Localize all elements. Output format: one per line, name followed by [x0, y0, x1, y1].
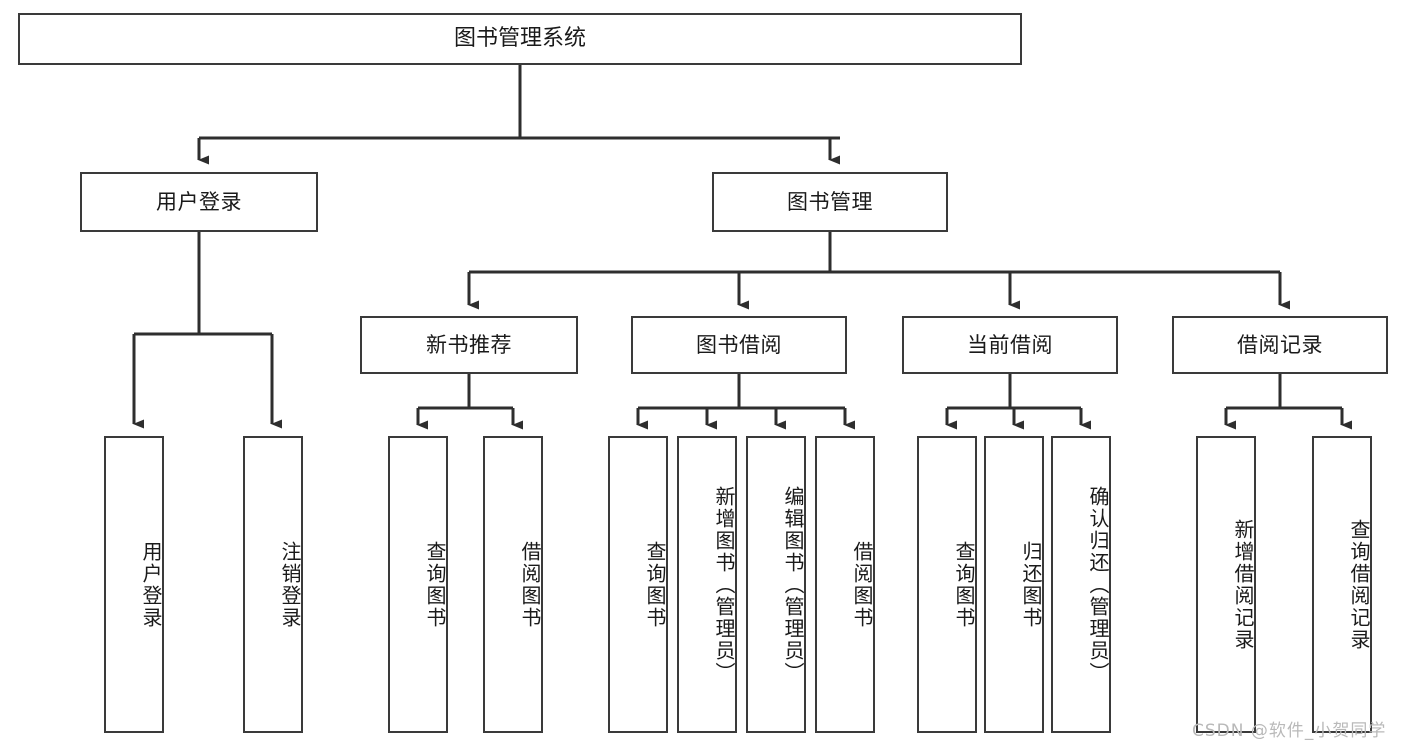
node-book-management[interactable]: 图书管理	[712, 172, 948, 232]
node-label: 图书管理	[787, 189, 873, 214]
node-label: 图书管理系统	[453, 26, 586, 52]
leaf-borrow-query-book[interactable]: 查询图书	[608, 436, 668, 733]
node-borrow-record[interactable]: 借阅记录	[1172, 316, 1388, 374]
leaf-current-query-book[interactable]: 查询图书	[917, 436, 977, 733]
node-label: 用户登录	[139, 540, 163, 629]
leaf-user-login-signin[interactable]: 用户登录	[104, 436, 164, 733]
leaf-borrow-edit-book-admin[interactable]: 编辑图书（管理员）	[746, 436, 806, 733]
node-label: 新增借阅记录	[1231, 518, 1255, 651]
node-label: 新书推荐	[426, 332, 512, 357]
leaf-record-query-record[interactable]: 查询借阅记录	[1312, 436, 1372, 733]
node-label: 注销登录	[278, 540, 302, 629]
node-label: 图书借阅	[696, 332, 782, 357]
node-new-book-recommend[interactable]: 新书推荐	[360, 316, 578, 374]
node-label: 借阅图书	[518, 540, 542, 629]
node-current-borrow[interactable]: 当前借阅	[902, 316, 1118, 374]
leaf-record-add-record[interactable]: 新增借阅记录	[1196, 436, 1256, 733]
node-label: 当前借阅	[967, 332, 1053, 357]
leaf-borrow-add-book-admin[interactable]: 新增图书（管理员）	[677, 436, 737, 733]
leaf-current-return-book[interactable]: 归还图书	[984, 436, 1044, 733]
node-user-login[interactable]: 用户登录	[80, 172, 318, 232]
node-label: 查询借阅记录	[1347, 518, 1371, 651]
node-root-system[interactable]: 图书管理系统	[18, 13, 1022, 65]
node-label: 查询图书	[643, 540, 667, 629]
node-book-borrow[interactable]: 图书借阅	[631, 316, 847, 374]
node-label: 查询图书	[952, 540, 976, 629]
node-label: 借阅图书	[850, 540, 874, 629]
leaf-recommend-borrow-book[interactable]: 借阅图书	[483, 436, 543, 733]
node-label: 编辑图书（管理员）	[781, 485, 805, 684]
watermark-text: CSDN @软件_小贺同学	[1192, 721, 1387, 741]
node-label: 新增图书（管理员）	[712, 485, 736, 684]
node-label: 确认归还（管理员）	[1086, 485, 1110, 684]
node-label: 借阅记录	[1237, 332, 1323, 357]
leaf-borrow-borrow-book[interactable]: 借阅图书	[815, 436, 875, 733]
node-label: 用户登录	[156, 189, 242, 214]
leaf-user-login-signout[interactable]: 注销登录	[243, 436, 303, 733]
leaf-recommend-query-book[interactable]: 查询图书	[388, 436, 448, 733]
node-label: 归还图书	[1019, 540, 1043, 629]
leaf-current-confirm-return-admin[interactable]: 确认归还（管理员）	[1051, 436, 1111, 733]
node-label: 查询图书	[423, 540, 447, 629]
